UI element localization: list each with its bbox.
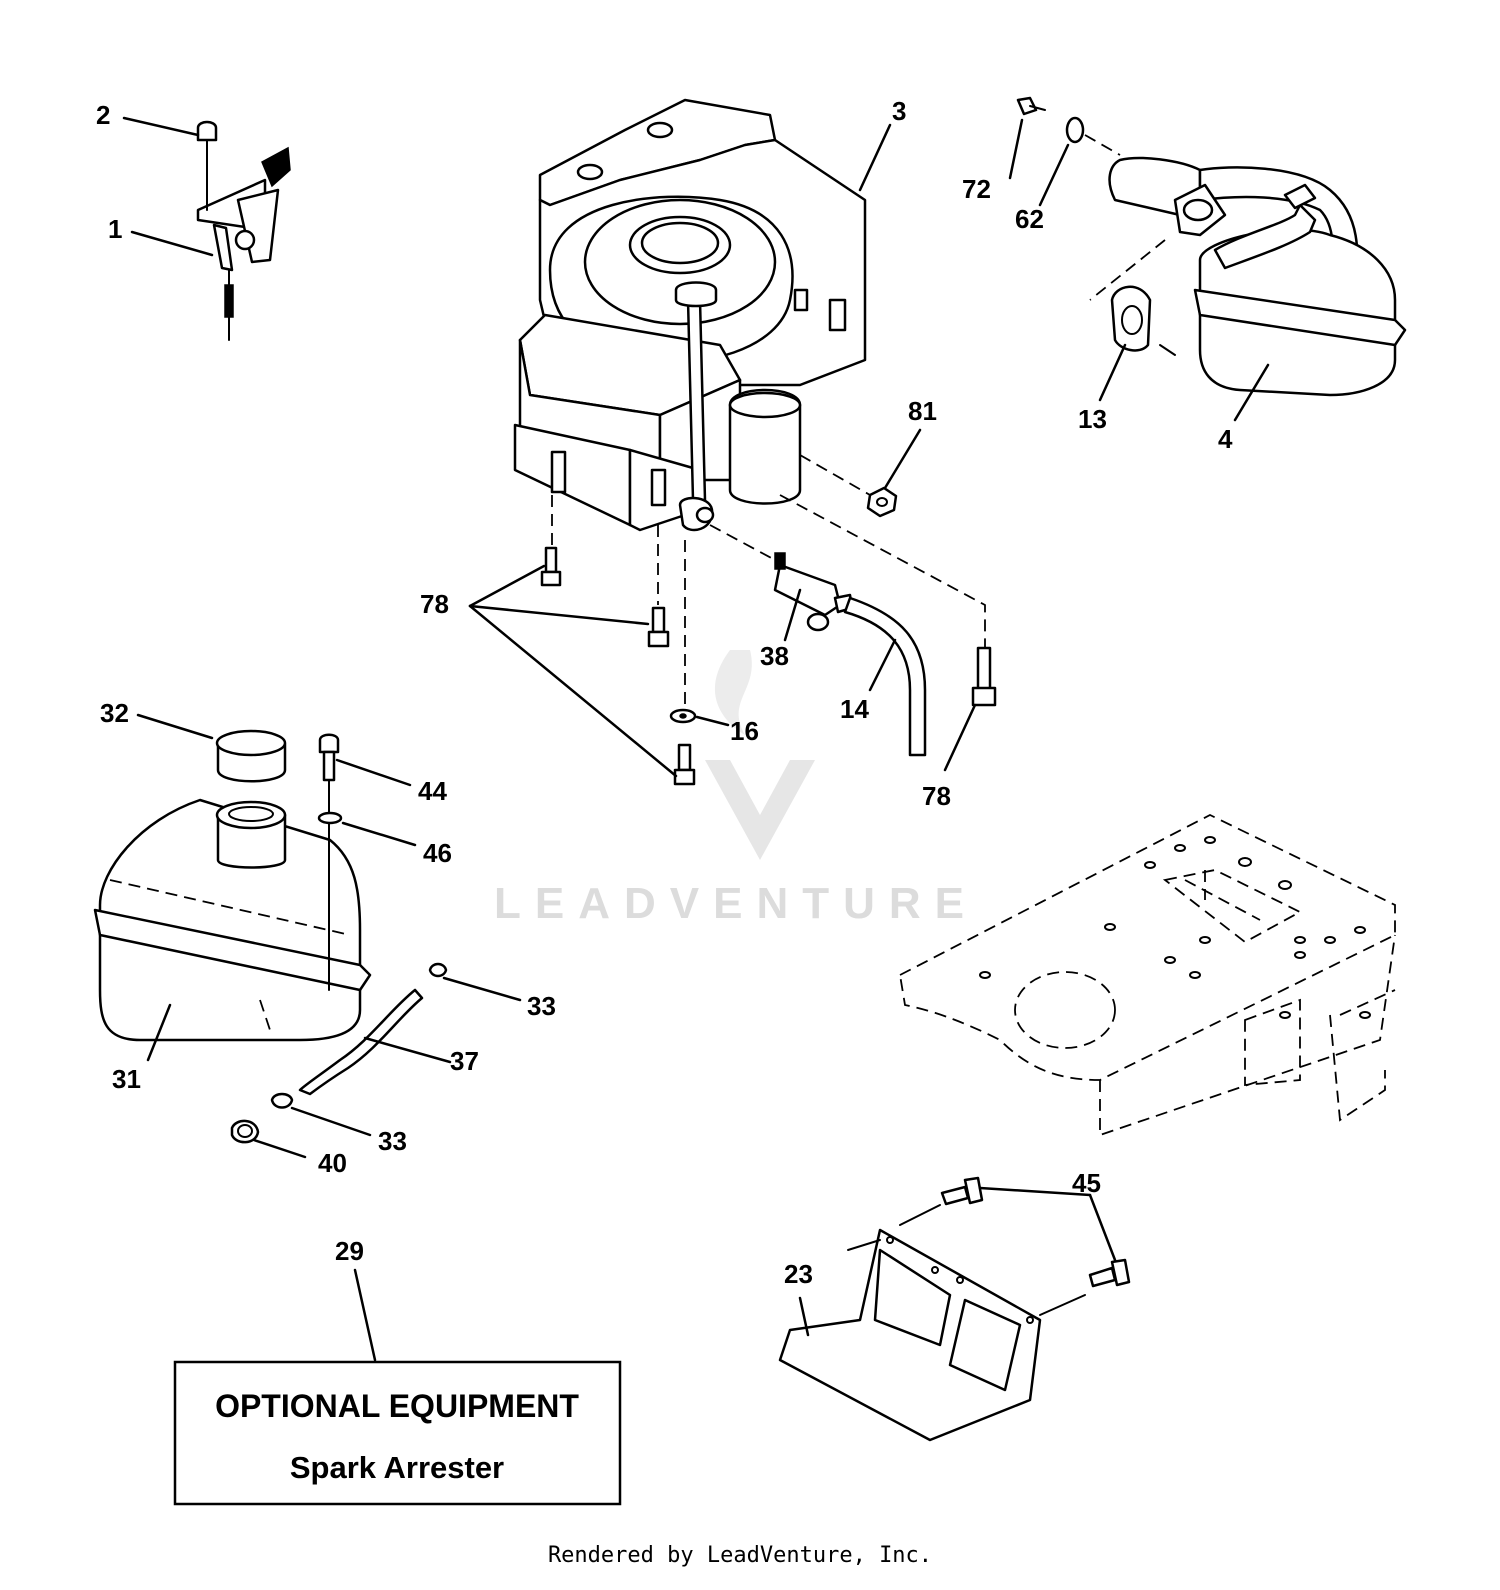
engine-part (513, 98, 867, 532)
callout-32: 32 (100, 698, 129, 728)
callout-16: 16 (730, 716, 759, 746)
optional-equipment-title: OPTIONAL EQUIPMENT (215, 1388, 579, 1424)
optional-equipment-subtitle: Spark Arrester (290, 1450, 504, 1485)
callout-33-lower: 33 (378, 1126, 407, 1156)
nut-81-part (866, 486, 898, 518)
callout-78-single: 78 (922, 781, 951, 811)
callout-23: 23 (784, 1259, 813, 1289)
callout-13: 13 (1078, 404, 1107, 434)
callout-62: 62 (1015, 204, 1044, 234)
watermark: LEADVENTURE (494, 650, 978, 928)
washer-16-part (669, 708, 697, 724)
muffler-assembly-parts (1016, 96, 1407, 397)
fuel-line-parts (230, 962, 448, 1144)
fuel-tank-parts (93, 729, 372, 1042)
callout-72: 72 (962, 174, 991, 204)
throttle-control-part (196, 120, 291, 341)
plate-holes (979, 836, 1371, 1019)
callout-labels: 2 1 3 72 62 13 4 81 78 38 14 16 78 32 44… (96, 96, 1233, 1289)
callout-29: 29 (335, 1236, 364, 1266)
callout-40: 40 (318, 1148, 347, 1178)
optional-equipment-box: OPTIONAL EQUIPMENT Spark Arrester (173, 1360, 622, 1506)
callout-3: 3 (892, 96, 906, 126)
callout-78-group: 78 (420, 589, 449, 619)
callout-33-upper: 33 (527, 991, 556, 1021)
callout-38: 38 (760, 641, 789, 671)
callout-2: 2 (96, 100, 110, 130)
callout-46: 46 (423, 838, 452, 868)
engine-mount-dashed-lines (551, 454, 986, 705)
leader-lines (122, 116, 1270, 1362)
fuel-hose-14-part (843, 596, 927, 757)
callout-4: 4 (1218, 424, 1233, 454)
bolt-78-parts (540, 546, 997, 786)
callout-37: 37 (450, 1046, 479, 1076)
callout-81: 81 (908, 396, 937, 426)
callout-44: 44 (418, 776, 447, 806)
callout-14: 14 (840, 694, 869, 724)
engine-mount-plate-outline (899, 813, 1396, 1137)
fuel-filter-38-part (773, 552, 854, 632)
callout-31: 31 (112, 1064, 141, 1094)
callout-1: 1 (108, 214, 122, 244)
render-credit-footer: Rendered by LeadVenture, Inc. (548, 1543, 932, 1568)
watermark-text: LEADVENTURE (494, 879, 978, 928)
callout-45: 45 (1072, 1168, 1101, 1198)
heat-shield-23-part (778, 1176, 1131, 1442)
